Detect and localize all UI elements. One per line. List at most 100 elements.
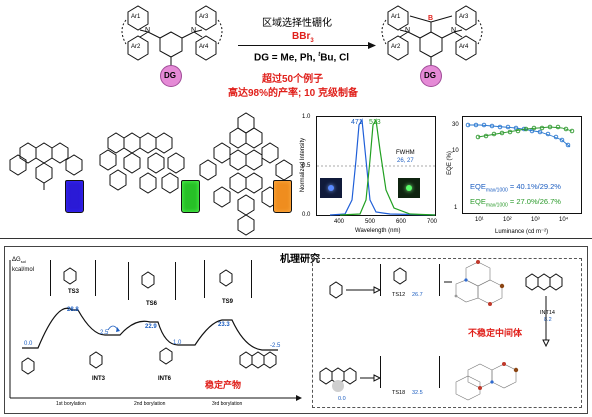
spectrum-ytick-1: 1.0 <box>302 114 311 120</box>
ar3-label-product: Ar3 <box>459 14 469 20</box>
spectrum-peak-green: 513 <box>369 119 381 126</box>
n-label-right: N <box>191 27 197 34</box>
spectrum-peak-blue: 471 <box>351 119 363 126</box>
ar2-label: Ar2 <box>131 44 141 50</box>
dg-circle-product <box>420 65 442 87</box>
eqe-green-sub: max/1000 <box>485 202 508 209</box>
spectrum-fwhm-values: 26, 27 <box>397 158 414 164</box>
eqe-plot-area <box>462 116 582 214</box>
spectrum-xlabel: Wavelength (nm) <box>355 228 401 234</box>
spectrum-xtick-400: 400 <box>334 219 345 225</box>
dg-list-text: DG = Me, Ph, <box>254 52 319 64</box>
scope-text: 超过50个例子 <box>262 74 324 85</box>
ts6-label: TS6 <box>146 301 158 307</box>
ts9-label: TS9 <box>222 299 234 305</box>
ts18-value: 32.5 <box>412 390 423 396</box>
ts12-bracket <box>380 264 440 296</box>
eqe-xtick-1: 10¹ <box>475 217 484 223</box>
stable-product-label: 稳定产物 <box>205 380 242 390</box>
eqe-xtick-4: 10⁴ <box>559 217 569 223</box>
ts9-bracket <box>204 260 252 298</box>
eqe-blue-series <box>465 122 571 148</box>
eqe-blue-values: = 40.1%/29.2% <box>507 182 561 191</box>
eqe-green-values: = 27.0%/26.7% <box>507 197 561 206</box>
spectrum-ytick-05: 0.5 <box>302 163 311 169</box>
ts18-bracket <box>380 356 440 388</box>
ar2-label-product: Ar2 <box>391 44 401 50</box>
spectrum-green-curve <box>339 118 436 216</box>
energy-path <box>22 307 278 351</box>
final-value: -2.5 <box>270 343 281 349</box>
ts12-3d-model <box>454 260 505 306</box>
eqe-green-legend: EQEmax/1000 = 27.0%/26.7% <box>470 197 561 209</box>
ts6-value: 22.9 <box>145 324 157 330</box>
spectrum-fwhm-label: FWHM <box>396 150 415 156</box>
spectrum-xtick-700: 700 <box>427 219 438 225</box>
yield-scale-text: 高达98%的产率; 10 克级制备 <box>228 88 359 99</box>
mechanism-frame <box>4 246 588 414</box>
ts3-value: 28.8 <box>67 307 79 313</box>
energy-start-value: 0.0 <box>24 341 33 347</box>
right-start-value: 0.0 <box>338 396 346 402</box>
spectrum-xtick-600: 600 <box>396 219 407 225</box>
ts9-value: 23.3 <box>218 322 230 328</box>
unstable-intermediate-panel <box>312 258 582 408</box>
spectrum-ytick-0: 0.0 <box>302 212 311 218</box>
int14-label: INT14 <box>540 310 555 316</box>
spectrum-xtick-500: 500 <box>365 219 376 225</box>
reaction-arrow <box>238 45 368 46</box>
dg-label-reactant: DG <box>164 71 176 80</box>
n-label-left: N <box>145 27 151 34</box>
ar4-label: Ar4 <box>199 44 209 50</box>
ts18-3d-model <box>455 362 519 401</box>
int6-label: INT6 <box>158 376 172 382</box>
spectrum-blue-curve <box>329 118 436 216</box>
borylation-label-3: 3rd borylation <box>212 401 243 407</box>
eqe-xlabel: Luminance (cd m⁻²) <box>495 229 549 235</box>
ts12-value: 26.7 <box>412 292 423 298</box>
int14-value: 8.2 <box>544 317 552 323</box>
eqe-xtick-2: 10² <box>503 217 512 223</box>
dg-label-product: DG <box>424 71 436 80</box>
ts3-bracket <box>50 260 96 296</box>
eqe-blue-label: EQE <box>470 182 486 191</box>
ar3-label: Ar3 <box>199 14 209 20</box>
ts3-label: TS3 <box>68 289 80 295</box>
int6-value: 1.0 <box>173 340 182 346</box>
dg-list: DG = Me, Ph, tBu, Cl <box>254 52 349 63</box>
dg-circle-reactant <box>160 65 182 87</box>
ts12-label: TS12 <box>392 292 406 298</box>
eqe-blue-sub: max/1000 <box>485 187 508 194</box>
int3-label: INT3 <box>92 376 106 382</box>
dg-list-sup: t <box>318 52 321 58</box>
ts18-label: TS18 <box>392 390 406 396</box>
reagent-label: BBr3 <box>292 31 314 44</box>
ar1-label: Ar1 <box>131 14 141 20</box>
conditions-line1: 区域选择性硼化 <box>262 18 332 29</box>
section-divider <box>0 238 592 239</box>
mechanism-title: 机理研究 <box>280 254 320 265</box>
reagent-text: BBr <box>292 31 311 42</box>
eqe-ytick-10: 10 <box>452 148 459 154</box>
spectrum-plot-area <box>316 116 436 216</box>
energy-axis-delta-g: ΔG <box>12 257 21 263</box>
green-device-photo <box>398 178 420 198</box>
energy-axis-sub: sol <box>20 259 26 265</box>
eqe-green-label: EQE <box>470 197 486 206</box>
ts6-bracket <box>128 262 176 300</box>
eqe-xtick-3: 10³ <box>531 217 540 223</box>
blue-device-photo <box>320 178 342 198</box>
eqe-green-series <box>475 124 575 140</box>
green-emission-vial <box>181 180 200 213</box>
eqe-blue-legend: EQEmax/1000 = 40.1%/29.2% <box>470 182 561 194</box>
eqe-ytick-1: 1 <box>454 205 458 211</box>
